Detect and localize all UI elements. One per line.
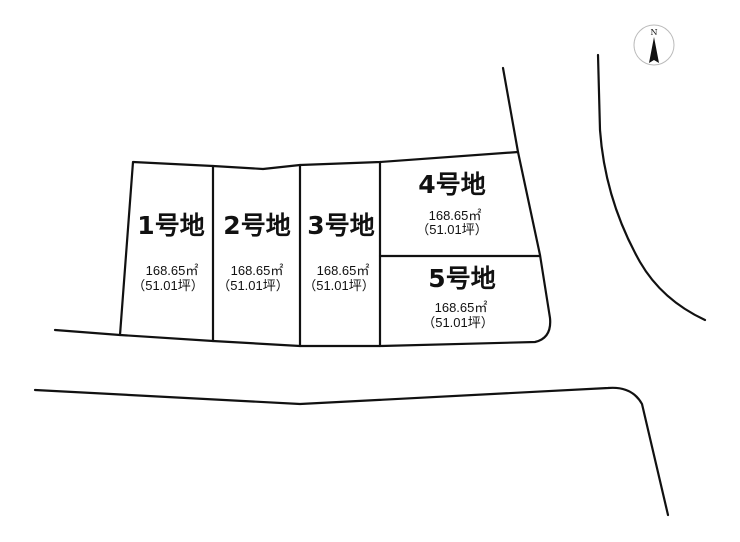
lot-1[interactable]: 1号地 168.65㎡ （51.01坪） xyxy=(132,211,204,293)
lot-label: 1号地 xyxy=(137,211,204,240)
road-edge-upper xyxy=(53,328,122,337)
boundary-line-north xyxy=(501,66,520,154)
lot-area-sqm: 168.65㎡ xyxy=(429,208,482,223)
road-edge-lower xyxy=(33,386,670,517)
road-edge-right xyxy=(596,53,707,322)
lot-area-sqm: 168.65㎡ xyxy=(231,263,284,278)
compass: N xyxy=(633,24,675,66)
lot-area-tsubo: （51.01坪） xyxy=(416,222,488,237)
lot-outline xyxy=(118,150,552,348)
lot-3[interactable]: 3号地 168.65㎡ （51.01坪） xyxy=(303,211,375,293)
lot-area-tsubo: （51.01坪） xyxy=(303,278,375,293)
lot-4[interactable]: 4号地 168.65㎡ （51.01坪） xyxy=(416,170,488,237)
lot-area-sqm: 168.65㎡ xyxy=(435,300,488,315)
lot-area-tsubo: （51.01坪） xyxy=(217,278,289,293)
lot-area-sqm: 168.65㎡ xyxy=(317,263,370,278)
lot-label: 3号地 xyxy=(307,211,374,240)
compass-label: N xyxy=(651,28,658,37)
north-arrow-icon xyxy=(649,37,659,63)
compass-ring xyxy=(633,24,675,66)
lot-area-tsubo: （51.01坪） xyxy=(132,278,204,293)
lot-label: 5号地 xyxy=(428,264,495,293)
lot-area-tsubo: （51.01坪） xyxy=(422,315,494,330)
lot-label: 4号地 xyxy=(418,170,485,199)
lot-2[interactable]: 2号地 168.65㎡ （51.01坪） xyxy=(217,211,290,293)
lot-area-sqm: 168.65㎡ xyxy=(146,263,199,278)
lot-label: 2号地 xyxy=(223,211,290,240)
lot-5[interactable]: 5号地 168.65㎡ （51.01坪） xyxy=(422,264,495,330)
